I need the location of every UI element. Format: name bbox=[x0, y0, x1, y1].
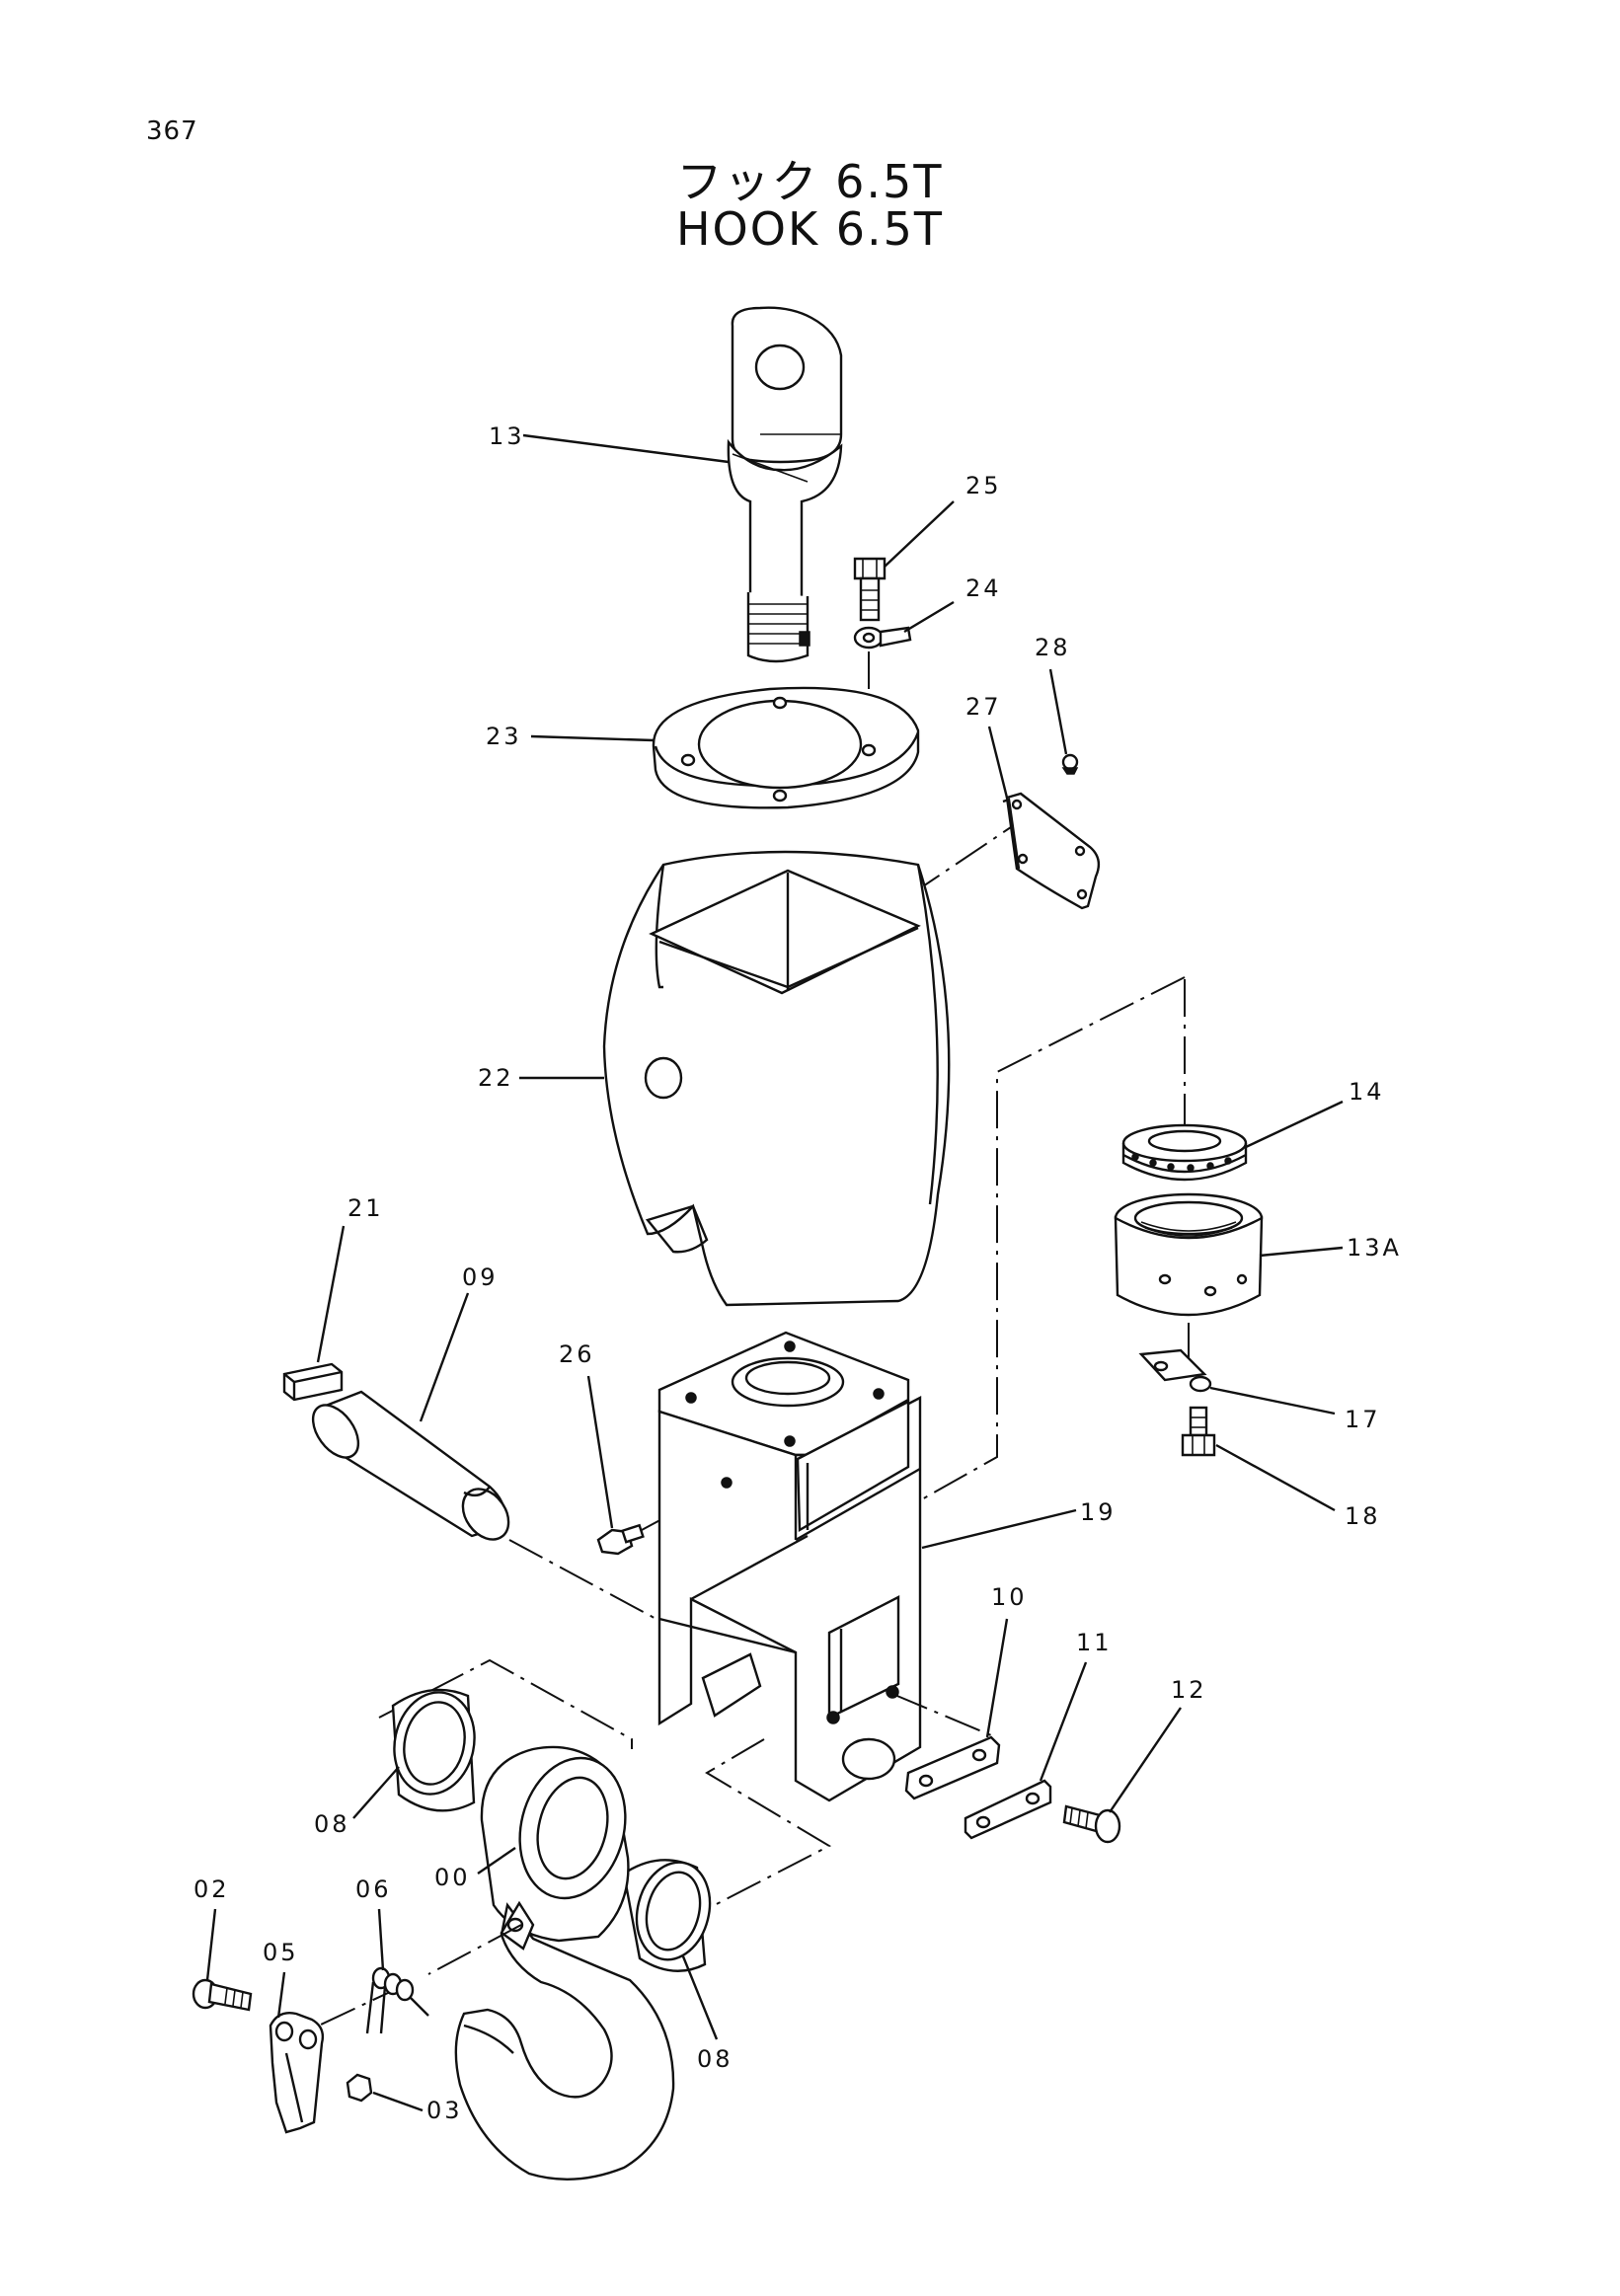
part-12-bolt bbox=[1062, 1804, 1121, 1844]
leader-25 bbox=[884, 500, 955, 568]
part-18-bolt bbox=[1181, 1406, 1216, 1457]
leader-28 bbox=[1048, 668, 1068, 755]
title-japanese: フック 6.5T bbox=[676, 155, 944, 208]
callout-11: 11 bbox=[1076, 1629, 1113, 1656]
leader-13 bbox=[522, 433, 730, 464]
callout-27: 27 bbox=[965, 693, 1002, 721]
part-22-cover bbox=[602, 850, 951, 1307]
part-10-plate bbox=[904, 1735, 1001, 1800]
leader-18 bbox=[1215, 1443, 1336, 1512]
leader-05 bbox=[276, 1971, 286, 2019]
part-08-bushing-right bbox=[622, 1859, 712, 1972]
part-05-latch bbox=[269, 2012, 325, 2134]
part-09-pin bbox=[311, 1390, 510, 1541]
part-02-bolt bbox=[192, 1978, 253, 2012]
leader-14 bbox=[1245, 1100, 1344, 1149]
callout-28: 28 bbox=[1035, 634, 1071, 661]
leader-21 bbox=[316, 1225, 346, 1363]
part-26-grease-nipple bbox=[596, 1523, 645, 1556]
part-27-name-plate bbox=[1002, 792, 1101, 910]
leader-11 bbox=[1039, 1661, 1088, 1782]
part-06-spring bbox=[365, 1966, 429, 2034]
callout-26: 26 bbox=[559, 1340, 595, 1368]
callout-17: 17 bbox=[1345, 1406, 1381, 1433]
callout-25: 25 bbox=[965, 472, 1002, 499]
callout-19: 19 bbox=[1080, 1498, 1117, 1526]
leader-09 bbox=[419, 1292, 470, 1422]
leader-10 bbox=[985, 1618, 1009, 1738]
leader-12 bbox=[1109, 1707, 1182, 1813]
leader-24 bbox=[903, 600, 955, 634]
title-english: HOOK 6.5T bbox=[675, 202, 945, 256]
leader-03 bbox=[372, 2091, 424, 2112]
part-08-bushing-left bbox=[391, 1688, 476, 1812]
leader-00 bbox=[477, 1847, 516, 1875]
part-23-flange-plate bbox=[652, 686, 920, 809]
callout-02: 02 bbox=[193, 1875, 230, 1903]
callout-13: 13 bbox=[489, 422, 525, 450]
callout-09: 09 bbox=[462, 1263, 499, 1291]
part-25-bolt bbox=[853, 557, 887, 622]
leader-19 bbox=[921, 1508, 1077, 1550]
leader-23 bbox=[530, 734, 655, 742]
callout-03: 03 bbox=[426, 2097, 463, 2124]
part-28-screw bbox=[1061, 753, 1079, 775]
callout-00: 00 bbox=[434, 1864, 471, 1891]
part-03-nut bbox=[346, 2073, 373, 2103]
part-13a-nut bbox=[1114, 1192, 1264, 1317]
part-00-hook bbox=[454, 1745, 675, 2181]
leader-02 bbox=[205, 1908, 217, 1981]
callout-21: 21 bbox=[347, 1194, 384, 1222]
part-21-key bbox=[282, 1362, 344, 1402]
callout-05: 05 bbox=[263, 1939, 299, 1966]
callout-14: 14 bbox=[1349, 1078, 1385, 1106]
callout-08a: 08 bbox=[314, 1810, 350, 1838]
part-17-lock-plate bbox=[1138, 1348, 1212, 1393]
leader-26 bbox=[586, 1375, 614, 1529]
part-24-lock-plate bbox=[853, 626, 912, 650]
callout-22: 22 bbox=[478, 1064, 514, 1092]
leader-08b bbox=[681, 1955, 719, 2040]
page-number: 367 bbox=[146, 116, 198, 146]
leader-08a bbox=[352, 1766, 400, 1819]
leader-17 bbox=[1209, 1386, 1336, 1416]
part-14-thrust-bearing bbox=[1121, 1123, 1248, 1182]
part-19-frame bbox=[657, 1331, 922, 1802]
callout-24: 24 bbox=[965, 574, 1002, 602]
callout-12: 12 bbox=[1171, 1676, 1207, 1704]
callout-23: 23 bbox=[486, 723, 522, 750]
callout-10: 10 bbox=[991, 1583, 1028, 1611]
callout-08b: 08 bbox=[697, 2045, 733, 2073]
leader-27 bbox=[987, 726, 1009, 799]
callout-18: 18 bbox=[1345, 1502, 1381, 1530]
callout-13a: 13A bbox=[1347, 1234, 1402, 1262]
part-11-plate bbox=[964, 1779, 1052, 1840]
leader-06 bbox=[377, 1908, 385, 1971]
callout-06: 06 bbox=[355, 1875, 392, 1903]
part-13-eye-shaft bbox=[727, 306, 843, 663]
leader-13a bbox=[1259, 1246, 1344, 1258]
